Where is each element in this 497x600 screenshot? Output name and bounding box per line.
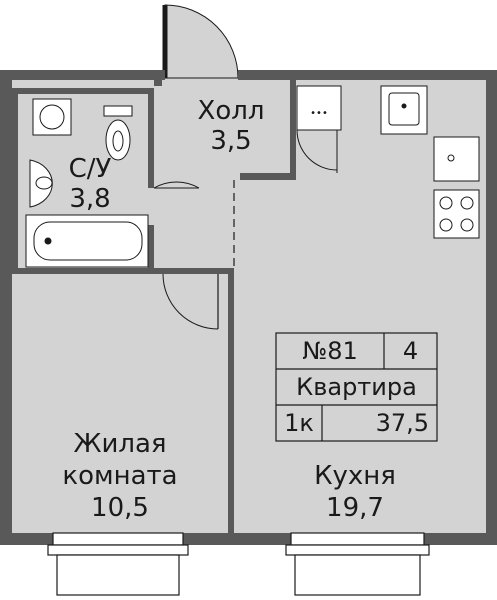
living-name-line2: комната: [62, 461, 178, 491]
stove-icon: [433, 189, 480, 239]
total-area: 37,5: [375, 409, 429, 437]
sink-icon: [29, 159, 53, 208]
floor-number: 4: [402, 337, 419, 365]
hall-area: 3,5: [210, 126, 252, 156]
bathtub-icon: [25, 214, 149, 268]
interior-walls: [12, 80, 296, 533]
rooms-count: 1к: [284, 409, 314, 437]
apartment-number: №81: [302, 337, 358, 365]
bathroom-name: С/У: [68, 154, 112, 184]
hall-name: Холл: [197, 96, 265, 126]
apartment-type: Квартира: [296, 373, 417, 401]
apartment-info-table: [275, 332, 438, 442]
living-name-line1: Жилая: [73, 429, 167, 459]
toilet-icon: [103, 105, 133, 161]
kitchen-area: 19,7: [326, 493, 384, 523]
living-area: 10,5: [91, 493, 149, 523]
electrical-panel-dots: •••: [310, 108, 328, 119]
electrical-panel-icon: [296, 85, 342, 131]
dishwasher-icon: [433, 136, 480, 182]
washing-machine-icon: [32, 98, 72, 136]
panel-door-swing: [296, 129, 338, 171]
window-living: [47, 532, 189, 596]
kitchen-name: Кухня: [314, 461, 396, 491]
living-door-swing: [162, 273, 219, 330]
bathroom-door-swing: [153, 181, 200, 189]
bathroom-area: 3,8: [69, 184, 111, 214]
window-kitchen: [285, 532, 430, 596]
outer-walls: [0, 70, 497, 545]
floor-area: [7, 78, 490, 538]
entrance-door-swing: [164, 4, 239, 79]
kitchen-sink-icon: [380, 85, 428, 135]
